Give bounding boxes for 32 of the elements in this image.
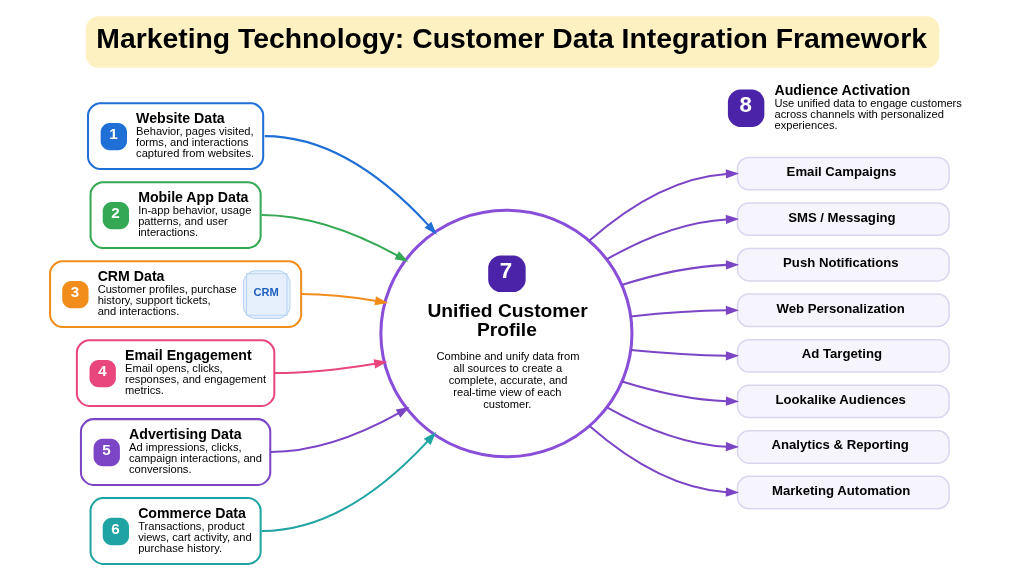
node-box: 4 Email Engagement Email opens, clicks, responses, and engagement metrics. <box>75 339 275 407</box>
node-box: Analytics & Reporting <box>736 430 950 464</box>
node-box: Lookalike Audiences <box>736 384 950 419</box>
node-box: 6 Commerce Data Transactions, product views, cart activity, and purchase history. <box>89 497 262 565</box>
arrow <box>270 407 409 454</box>
arrow <box>605 214 739 261</box>
arrow <box>606 406 739 452</box>
node-box: Ad Targeting <box>736 338 950 373</box>
node-box: Email Campaigns <box>736 156 950 191</box>
node-box: SMS / Messaging <box>736 202 950 237</box>
arrow <box>261 432 436 532</box>
arrow <box>621 380 739 406</box>
arrow <box>588 169 739 242</box>
arrow <box>630 349 739 361</box>
node-box: 3 CRM Data Customer profiles, purchase history, support tickets, and interactions. CRM <box>48 260 302 328</box>
node-box: Marketing Automation <box>736 475 950 510</box>
node-box: 2 Mobile App Data In-app behavior, usage patterns, and user interactions. <box>89 181 262 249</box>
node-box: 1 Website Data Behavior, pages visited, forms, and interactions captured from websites. <box>86 102 264 171</box>
arrow <box>629 305 739 318</box>
node-label: Audience Activation <box>773 81 910 98</box>
node-label: Use unified data to engage customers across channels with personalized experiences. <box>773 96 962 131</box>
arrow <box>274 359 387 375</box>
node-box: 5 Advertising Data Ad impressions, clicks, campaign interactions, and conversions. <box>79 418 271 486</box>
arrow <box>588 425 739 497</box>
arrow <box>620 260 739 286</box>
arrow <box>300 293 388 306</box>
arrow <box>261 214 408 262</box>
node-circle: 7 Unified Customer Profile Combine and unify data from all sources to create a complete, accurate, and real-time view of each customer. <box>378 208 633 459</box>
diagram-title: Marketing Technology: Customer Data Integration Framework <box>95 22 927 55</box>
arrow <box>264 135 437 235</box>
node-box: Web Personalization <box>736 293 950 328</box>
node-box: Push Notifications <box>736 247 950 282</box>
